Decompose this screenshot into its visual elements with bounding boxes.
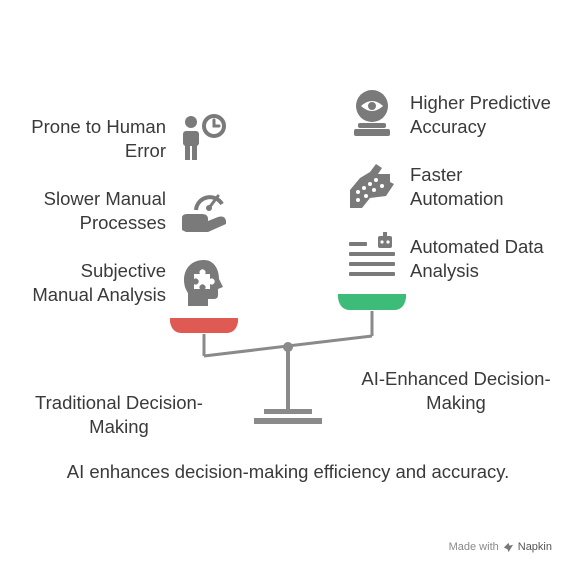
robot-document-icon (349, 232, 395, 276)
right-caption: AI-Enhanced Decision-Making (361, 368, 551, 413)
right-pan (338, 294, 406, 310)
watermark-brand: Napkin (517, 541, 552, 553)
footer-caption: AI enhances decision-making efficiency a… (66, 461, 510, 482)
left-pan (170, 318, 238, 333)
napkin-logo-icon (503, 542, 513, 552)
left-caption: Traditional Decision-Making (35, 392, 203, 437)
watermark-prefix: Made with (448, 541, 499, 553)
watermark: Made with Napkin (449, 541, 552, 553)
scale-post (286, 350, 290, 410)
hand-gauge-icon (182, 194, 226, 232)
scale-base (254, 418, 322, 424)
head-puzzle-icon (184, 260, 223, 306)
person-clock-icon (183, 114, 226, 160)
crystal-ball-icon (354, 90, 390, 136)
scale-pivot (283, 342, 293, 352)
robot-hand-icon (350, 164, 394, 208)
